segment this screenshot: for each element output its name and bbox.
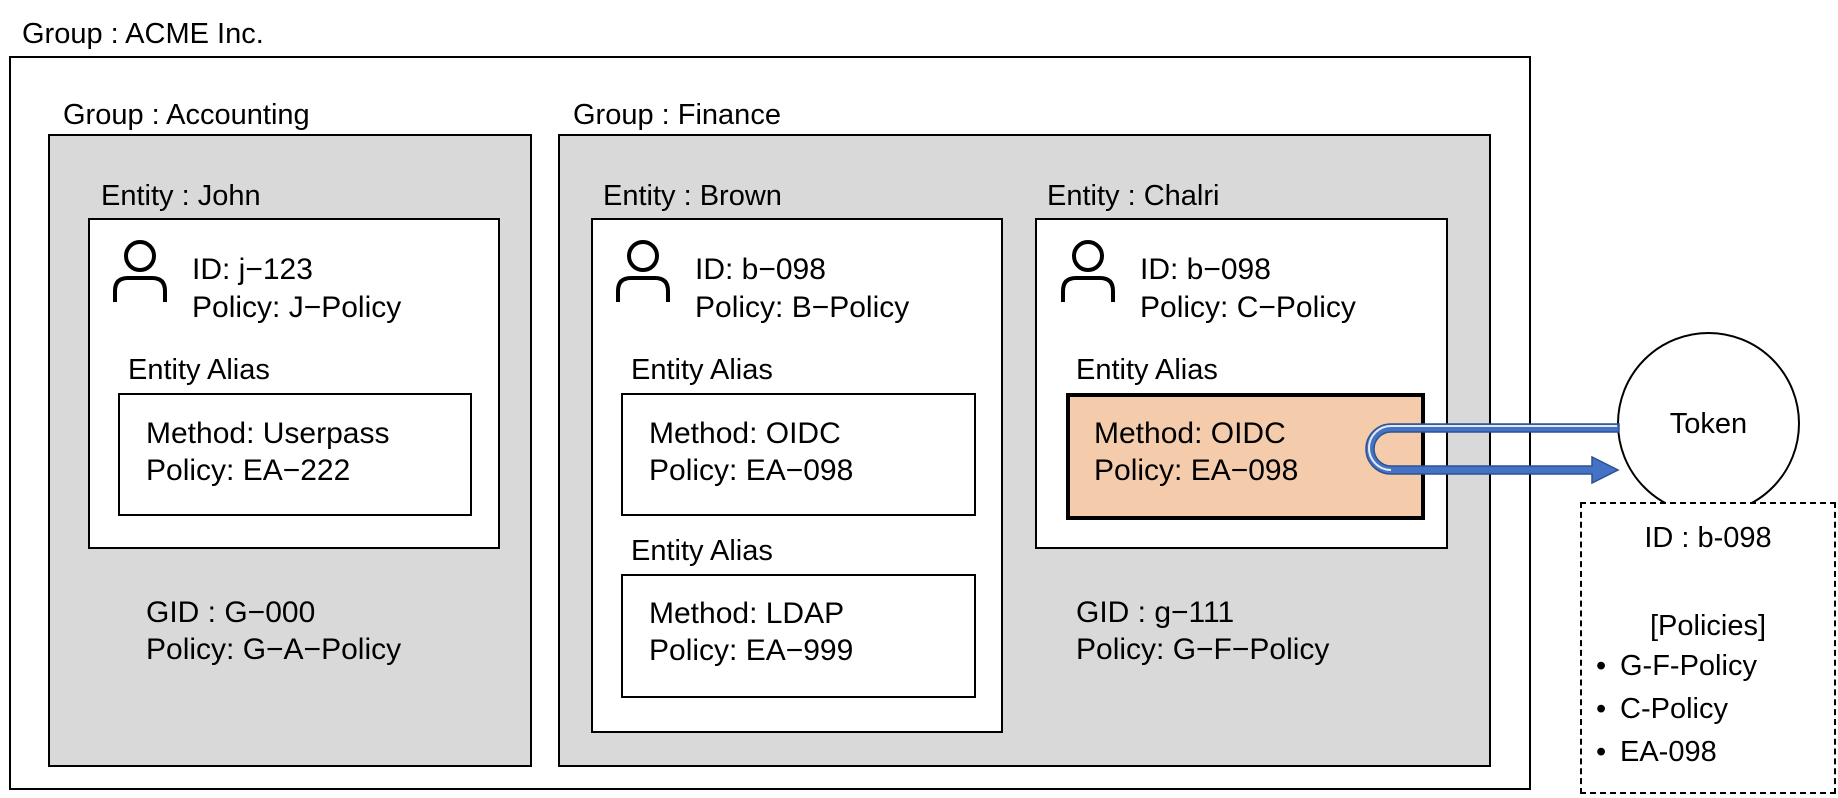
root-group-label: Group : ACME Inc. [22,18,264,50]
alias-policy: Policy: EA−098 [649,454,854,487]
token-id: ID : b-098 [1644,522,1772,554]
entity-chalri-policy: Policy: C−Policy [1140,291,1356,324]
token-circle: Token [1617,332,1800,515]
entity-alias-box [118,393,472,516]
entity-brown-id: ID: b−098 [695,253,826,286]
token-policy-item: G-F-Policy [1590,645,1757,688]
token-policy-list: G-F-Policy C-Policy EA-098 [1590,645,1757,774]
alias-method: Method: Userpass [146,417,390,450]
arrow-body [1365,423,1620,485]
alias-method: Method: LDAP [649,597,845,630]
entity-brown-label: Entity : Brown [603,180,782,212]
entity-alias-box-highlighted [1066,393,1425,520]
user-icon [113,240,167,302]
entity-chalri-id: ID: b−098 [1140,253,1271,286]
entity-brown-policy: Policy: B−Policy [695,291,910,324]
entity-alias-box [621,574,976,698]
entity-alias-title: Entity Alias [631,354,773,386]
entity-alias-title: Entity Alias [128,354,270,386]
entity-john-label: Entity : John [101,180,261,212]
token-label: Token [1669,407,1748,440]
group-finance-gid: GID : g−111 [1076,596,1235,629]
entity-john-id: ID: j−123 [192,253,313,286]
arrow-inner [1368,425,1617,471]
alias-policy: Policy: EA−098 [1094,454,1299,487]
alias-policy: Policy: EA−222 [146,454,351,487]
alias-policy: Policy: EA−999 [649,634,854,667]
entity-alias-box [621,393,976,516]
group-finance-label: Group : Finance [573,99,781,131]
token-policy-item: EA-098 [1590,731,1757,774]
group-finance-policy: Policy: G−F−Policy [1076,633,1330,666]
user-icon [1061,240,1115,302]
group-accounting-gid: GID : G−000 [146,596,316,629]
entity-alias-title: Entity Alias [631,535,773,567]
token-policy-item: C-Policy [1590,688,1757,731]
entity-chalri-label: Entity : Chalri [1047,180,1220,212]
group-accounting-label: Group : Accounting [63,99,310,131]
token-policies-heading: [Policies] [1649,610,1767,642]
user-icon [616,240,670,302]
alias-method: Method: OIDC [649,417,841,450]
group-accounting-policy: Policy: G−A−Policy [146,633,402,666]
alias-to-token-arrow [1365,423,1620,485]
entity-alias-title: Entity Alias [1076,354,1218,386]
entity-john-policy: Policy: J−Policy [192,291,402,324]
alias-method: Method: OIDC [1094,417,1286,450]
